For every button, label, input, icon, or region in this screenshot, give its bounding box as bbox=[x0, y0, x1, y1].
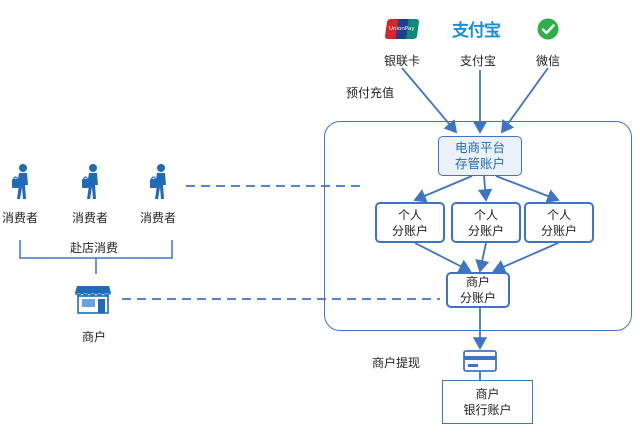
personal-account-line1: 个人 bbox=[473, 207, 498, 222]
personal-account-line2: 分账户 bbox=[540, 223, 577, 238]
bank-card-icon bbox=[463, 350, 497, 372]
merchant-label: 商户 bbox=[82, 330, 107, 344]
recharge-label: 预付充值 bbox=[346, 86, 395, 100]
personal-account-1: 个人 分账户 bbox=[375, 202, 445, 243]
consumer-label: 消费者 bbox=[72, 211, 109, 225]
arrow-platform-personal-2 bbox=[477, 175, 493, 202]
personal-account-line1: 个人 bbox=[546, 207, 571, 222]
personal-account-line2: 分账户 bbox=[391, 223, 428, 238]
unionpay-label: 银联卡 bbox=[384, 54, 421, 68]
merchant-sub-account: 商户 分账户 bbox=[446, 272, 510, 308]
merchant-bank-line1: 商户 bbox=[475, 387, 500, 401]
alipay-label: 支付宝 bbox=[460, 54, 497, 68]
personal-account-line1: 个人 bbox=[397, 207, 422, 222]
alipay-logo-text: 支付宝 bbox=[452, 20, 501, 41]
consumer-label: 消费者 bbox=[2, 211, 39, 225]
unionpay-logo-text: UnionPay bbox=[389, 26, 415, 32]
store-consume-label: 赴店消费 bbox=[70, 241, 119, 255]
merchant-sub-line2: 分账户 bbox=[459, 291, 496, 305]
platform-line1: 电商平台 bbox=[454, 140, 505, 155]
wechat-label: 微信 bbox=[536, 54, 561, 68]
arrow-personal3-merchant bbox=[492, 242, 559, 274]
withdraw-label: 商户提现 bbox=[372, 356, 421, 370]
merchant-bank-line2: 银行账户 bbox=[463, 403, 512, 417]
platform-container bbox=[324, 121, 632, 331]
unionpay-logo: UnionPay bbox=[384, 19, 420, 39]
personal-account-line2: 分账户 bbox=[467, 223, 504, 238]
consumer-label: 消费者 bbox=[140, 211, 177, 225]
alipay-logo: 支付宝 bbox=[452, 17, 504, 41]
arrow-platform-personal-1 bbox=[413, 175, 473, 203]
platform-escrow-account: 电商平台 存管账户 bbox=[438, 136, 522, 176]
merchant-bank-account: 商户 银行账户 bbox=[442, 380, 533, 424]
platform-line2: 存管账户 bbox=[454, 156, 505, 171]
arrow-platform-personal-3 bbox=[495, 175, 560, 203]
personal-account-3: 个人 分账户 bbox=[524, 202, 594, 243]
wechat-icon bbox=[537, 18, 559, 40]
arrow-personal2-merchant bbox=[475, 242, 490, 273]
shopper-icon bbox=[10, 163, 36, 201]
shopper-icon bbox=[148, 163, 174, 201]
storefront-icon bbox=[74, 284, 112, 314]
personal-account-2: 个人 分账户 bbox=[451, 202, 521, 243]
arrow-personal1-merchant bbox=[414, 242, 472, 273]
merchant-sub-line1: 商户 bbox=[465, 275, 490, 289]
shopper-icon bbox=[80, 163, 106, 201]
